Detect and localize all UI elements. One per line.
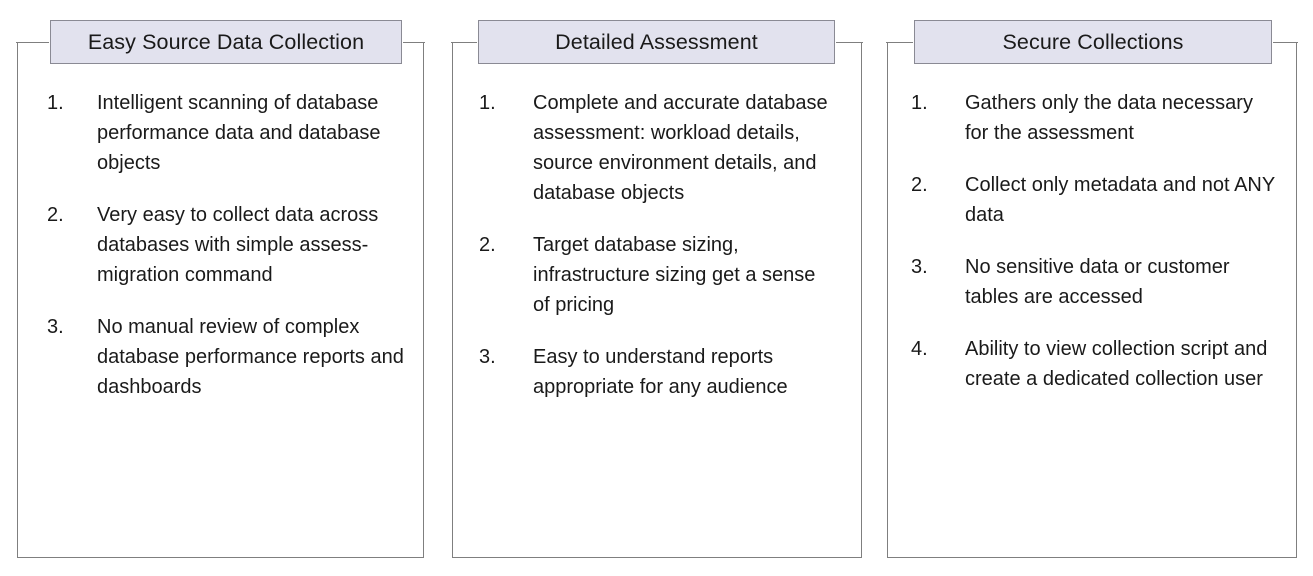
list-item: 1. Complete and accurate database assess…: [479, 88, 836, 208]
panel-list: 1. Intelligent scanning of database perf…: [17, 88, 424, 424]
list-item: 2. Very easy to collect data across data…: [47, 200, 408, 290]
panel-top-border-right: [835, 42, 863, 43]
panel-top-border-left: [886, 42, 914, 43]
panel-list: 1. Complete and accurate database assess…: [452, 88, 862, 424]
panel-easy-source-data-collection: Easy Source Data Collection 1. Intellige…: [16, 20, 425, 558]
list-item-number: 1.: [911, 92, 928, 114]
list-item: 3. No manual review of complex database …: [47, 312, 408, 402]
list-item-text: No sensitive data or customer tables are…: [965, 256, 1230, 308]
panel-top-border-right: [402, 42, 425, 43]
list-item-number: 3.: [47, 316, 64, 338]
list-item-number: 1.: [479, 92, 496, 114]
panel-frame: [887, 42, 1297, 558]
list-item: 1. Intelligent scanning of database perf…: [47, 88, 408, 178]
panel-header-secure-collections: Secure Collections: [914, 20, 1272, 64]
list-item-number: 2.: [479, 234, 496, 256]
panel-detailed-assessment: Detailed Assessment 1. Complete and accu…: [451, 20, 863, 558]
list-item-text: Target database sizing, infrastructure s…: [533, 234, 816, 316]
list-item-number: 3.: [479, 346, 496, 368]
panel-header-detailed-assessment: Detailed Assessment: [478, 20, 835, 64]
list-item-number: 3.: [911, 256, 928, 278]
list-item-text: Easy to understand reports appropriate f…: [533, 346, 788, 398]
panel-frame: [452, 42, 862, 558]
list-item: 1. Gathers only the data necessary for t…: [911, 88, 1277, 148]
list-item-text: Complete and accurate database assessmen…: [533, 92, 828, 204]
list-item-text: Intelligent scanning of database perform…: [97, 92, 381, 174]
panel-top-border-left: [451, 42, 478, 43]
panel-secure-collections: Secure Collections 1. Gathers only the d…: [886, 20, 1298, 558]
list-item: 3. No sensitive data or customer tables …: [911, 252, 1277, 312]
list-item-number: 4.: [911, 338, 928, 360]
list-item-number: 1.: [47, 92, 64, 114]
list-item-text: Ability to view collection script and cr…: [965, 338, 1268, 390]
list-item: 2. Target database sizing, infrastructur…: [479, 230, 836, 320]
list-item-text: Gathers only the data necessary for the …: [965, 92, 1253, 144]
list-item-number: 2.: [47, 204, 64, 226]
panel-title: Easy Source Data Collection: [87, 29, 365, 54]
list-item: 4. Ability to view collection script and…: [911, 334, 1277, 394]
panel-list: 1. Gathers only the data necessary for t…: [887, 88, 1297, 416]
list-item-number: 2.: [911, 174, 928, 196]
list-item: 2. Collect only metadata and not ANY dat…: [911, 170, 1277, 230]
list-item: 3. Easy to understand reports appropriat…: [479, 342, 836, 402]
panel-title: Detailed Assessment: [555, 29, 758, 54]
list-item-text: No manual review of complex database per…: [97, 316, 404, 398]
list-item-text: Very easy to collect data across databas…: [97, 204, 379, 286]
panel-top-border-left: [16, 42, 50, 43]
list-item-text: Collect only metadata and not ANY data: [965, 174, 1275, 226]
panel-header-easy-source-data-collection: Easy Source Data Collection: [50, 20, 402, 64]
panel-top-border-right: [1272, 42, 1298, 43]
panel-title: Secure Collections: [1002, 29, 1184, 54]
panel-frame: [17, 42, 424, 558]
